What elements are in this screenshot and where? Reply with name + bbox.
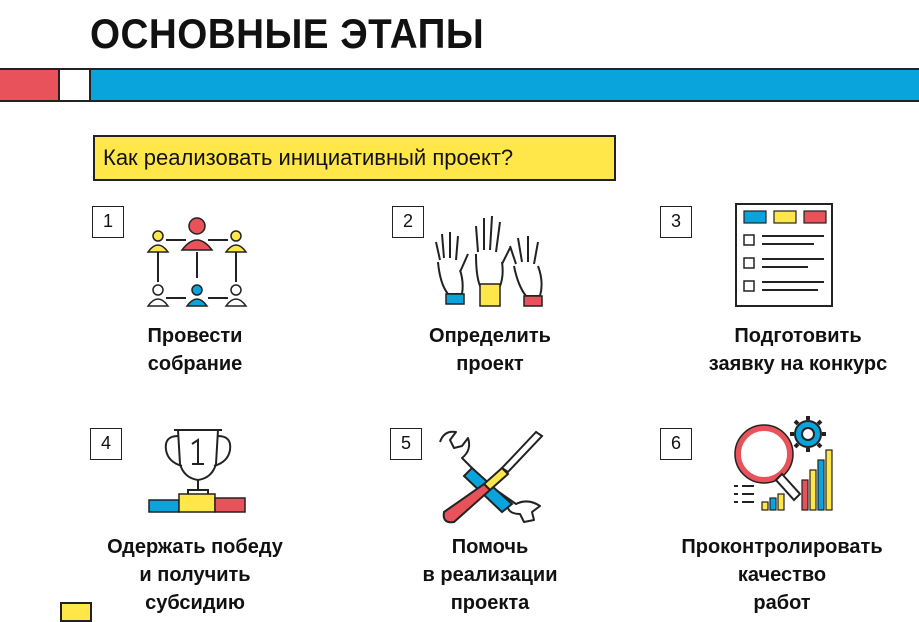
step-3-label: Подготовить заявку на конкурс (708, 325, 888, 375)
people-network-icon (146, 217, 248, 307)
header-bar-blue (91, 68, 919, 102)
step-2-label: Определить проект (429, 325, 551, 375)
tools-icon (439, 430, 544, 524)
page-title: ОСНОВНЫЕ ЭТАПЫ (90, 10, 485, 57)
step-6-label: Проконтролировать качество работ (681, 536, 883, 614)
trophy-podium-icon (148, 429, 246, 513)
raised-hands-icon (435, 215, 543, 307)
header-bar-red (0, 68, 60, 102)
subtitle-box: Как реализовать инициативный проект? (93, 135, 616, 181)
step-5-number: 5 (390, 428, 422, 460)
analytics-magnifier-icon (734, 416, 833, 511)
step-1-number: 1 (92, 206, 124, 238)
step-2-number: 2 (392, 206, 424, 238)
step-6-number: 6 (660, 428, 692, 460)
step-5-label: Помочь в реализации проекта (422, 536, 558, 614)
step-3-number: 3 (660, 206, 692, 238)
step-1-label: Провести собрание (147, 325, 243, 375)
step-4-number: 4 (90, 428, 122, 460)
corner-decoration (60, 602, 92, 622)
step-4-label: Одержать победу и получить субсидию (107, 536, 283, 614)
application-form-icon (735, 203, 833, 307)
header-bar-white (60, 68, 91, 102)
